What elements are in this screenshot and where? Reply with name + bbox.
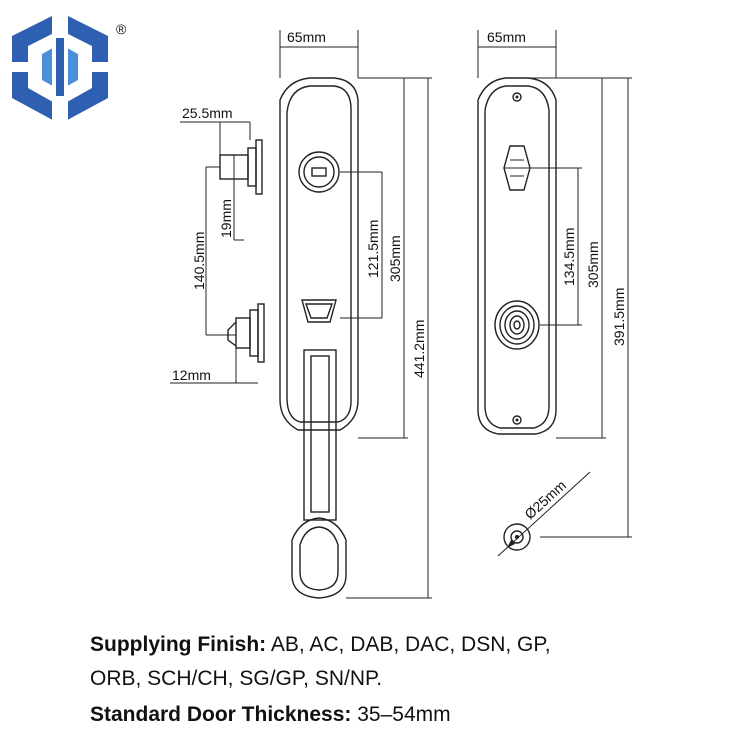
side-dimension-lines — [170, 121, 258, 384]
back-plate-view — [477, 77, 557, 435]
thickness-value: 35–54mm — [351, 703, 451, 726]
dim-back-width: 65mm — [487, 29, 526, 45]
side-bolt-view — [219, 139, 265, 363]
dim-back-turn-to-key: 134.5mm — [561, 228, 577, 286]
dim-front-overall-height: 441.2mm — [411, 320, 427, 378]
finish-label: Supplying Finish: — [90, 633, 267, 656]
dim-front-plate-height: 305mm — [387, 235, 403, 282]
dim-cylinder-to-lever: 121.5mm — [365, 220, 381, 278]
dim-back-overall-height: 391.5mm — [611, 288, 627, 346]
dim-back-plate-height: 305mm — [585, 241, 601, 288]
dim-rose-diameter: Ø25mm — [521, 477, 569, 522]
thickness-line: Standard Door Thickness: 35–54mm — [90, 700, 451, 730]
rose-detail — [497, 471, 591, 557]
finish-line-2: ORB, SCH/CH, SG/GP, SN/NP. — [90, 664, 382, 694]
front-plate-view — [279, 77, 359, 599]
dim-front-width: 65mm — [287, 29, 326, 45]
dim-latch-projection: 12mm — [172, 367, 211, 383]
dim-deadbolt-projection: 25.5mm — [182, 105, 233, 121]
dim-bolt-offset: 19mm — [218, 199, 234, 238]
thickness-label: Standard Door Thickness: — [90, 703, 352, 726]
finish-values-2: ORB, SCH/CH, SG/GP, SN/NP. — [90, 667, 383, 690]
brand-logo — [10, 10, 110, 126]
dim-bolt-spacing: 140.5mm — [191, 232, 207, 290]
finish-values-1: AB, AC, DAB, DAC, DSN, GP, — [266, 633, 551, 656]
front-dimension-lines — [279, 30, 432, 599]
back-dimension-lines — [477, 30, 632, 538]
registered-mark: ® — [116, 21, 127, 37]
finish-line-1: Supplying Finish: AB, AC, DAB, DAC, DSN,… — [90, 630, 551, 660]
